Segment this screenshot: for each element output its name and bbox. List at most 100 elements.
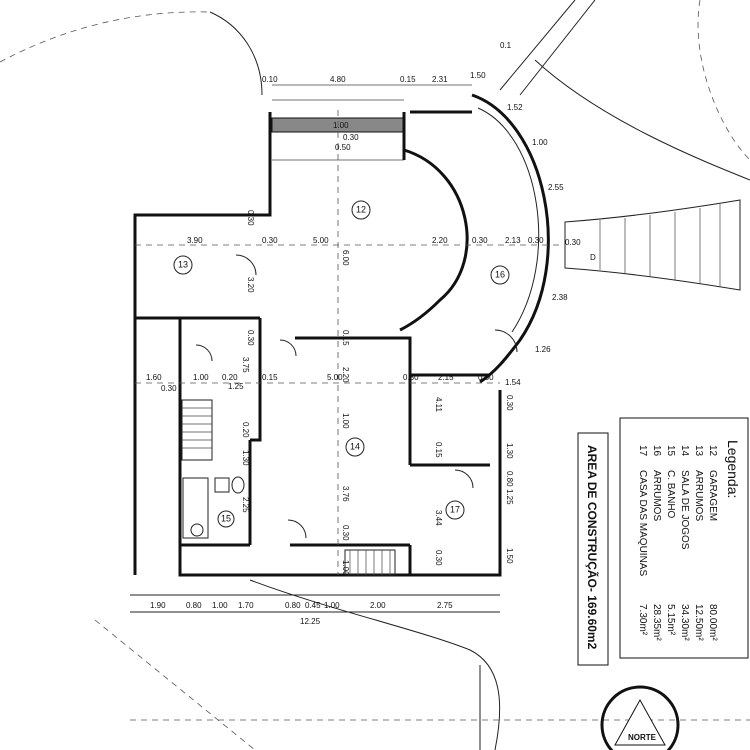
dimension-label: 1.00 [341, 413, 350, 429]
dimension-label: 2.75 [437, 601, 453, 610]
dimension-label: 1.00 [333, 121, 349, 130]
dimension-label: 1.00 [532, 138, 548, 147]
north-label: NORTE [628, 733, 657, 742]
dimension-label: 1.50 [470, 71, 486, 80]
construction-area: AREA DE CONSTRUÇÃO- 169.60m2 [577, 432, 609, 666]
dimension-label: 2.15 [438, 373, 454, 382]
dimension-label: 0.45 [305, 601, 321, 610]
dimension-label: 0.30 [262, 236, 278, 245]
dimension-label: 2.25 [241, 497, 250, 513]
dimension-label: 0.20 [222, 373, 238, 382]
legend-num-13: 13 [693, 445, 704, 457]
dimension-label: 1.00 [212, 601, 228, 610]
dimension-label: 0.30 [246, 330, 255, 346]
dimension-label: 3.90 [187, 236, 203, 245]
dimensions-top: 0.10 4.80 0.15 2.31 1.50 0.1 1.52 1.00 2… [262, 41, 581, 387]
dimension-label: 0.80 [505, 471, 514, 487]
dimension-label: 0.30 [161, 384, 177, 393]
stairs [181, 199, 741, 576]
axis-lines [130, 110, 560, 613]
dimension-label: 1.00 [341, 560, 350, 576]
room-13-label: 13 [178, 259, 188, 269]
dimension-label: 2.55 [548, 183, 564, 192]
dimension-label: 0.30 [434, 550, 443, 566]
top-beam [271, 84, 472, 161]
legend: Legenda: 12 GARAGEM 80.00m² 13 ARRUMOS 1… [619, 417, 749, 659]
dimension-label: 4.11 [434, 397, 443, 413]
dimension-label: 1.25 [228, 382, 244, 391]
door-swings [195, 254, 518, 539]
dimension-label: 0.15 [262, 373, 278, 382]
legend-name-16: ARRUMOS [651, 470, 662, 521]
dimension-label: 0.30 [403, 373, 419, 382]
legend-num-17: 17 [637, 445, 648, 457]
dimension-label: 0.15 [341, 330, 350, 346]
dimension-label: 0.15 [434, 442, 443, 458]
legend-area-17: 7.30m² [637, 604, 648, 636]
dimension-label: 0.30 [343, 133, 359, 142]
dimension-label: 2.20 [432, 236, 448, 245]
dimension-label: 1.30 [241, 450, 250, 466]
dimension-label: 1.00 [193, 373, 209, 382]
legend-area-14: 34.30m² [679, 604, 690, 641]
dimension-label: 0.15 [400, 75, 416, 84]
north-arrow: NORTE [600, 685, 680, 750]
legend-name-17: CASA DAS MAQUINAS [637, 470, 648, 576]
dimension-label: 0.30 [341, 525, 350, 541]
dimension-label: 0.80 [186, 601, 202, 610]
legend-title: Legenda: [725, 440, 741, 498]
dimensions-games-vertical: 2.20 1.00 3.76 0.30 1.00 [341, 367, 350, 576]
dimensions-garage-vertical: 0.30 6.00 3.20 0.30 0.15 [246, 210, 350, 346]
room-16-label: 16 [495, 269, 505, 279]
legend-area-16: 28.35m² [651, 604, 662, 641]
dimensions-stair-col: 3.75 0.20 1.30 2.25 [241, 357, 250, 513]
legend-num-12: 12 [707, 445, 718, 457]
dimensions-beam: 1.00 0.50 0.30 [333, 121, 359, 152]
legend-area-12: 80.00m² [707, 604, 718, 641]
dimension-label: 3.44 [434, 510, 443, 526]
dimension-label: 0.30 [478, 373, 494, 382]
dimension-label: 0.20 [241, 422, 250, 438]
legend-name-14: SALA DE JOGOS [679, 470, 690, 550]
dimension-label: 0.1 [500, 41, 512, 50]
dimension-label: 0.30 [472, 236, 488, 245]
room-15-label: 15 [221, 513, 231, 523]
legend-num-16: 16 [651, 445, 662, 457]
dimension-label: 1.90 [150, 601, 166, 610]
walls [133, 93, 550, 577]
dimension-label: 2.13 [505, 236, 521, 245]
door-d-label: D [590, 253, 596, 262]
dimension-label: 4.80 [330, 75, 346, 84]
room-labels: 12 13 14 15 16 17 D [173, 200, 596, 528]
bathroom-fixtures [182, 476, 245, 539]
dimension-label: 1.60 [146, 373, 162, 382]
dimension-label: 3.76 [341, 486, 350, 502]
dimension-label: 1.52 [507, 103, 523, 112]
dimensions-garage-row: 3.90 0.30 5.00 2.20 0.30 2.13 0.30 [187, 236, 544, 245]
dimension-label: 0.30 [528, 236, 544, 245]
dimensions-middle-row: 1.60 0.30 1.00 0.20 1.25 0.15 5.00 0.30 … [146, 373, 494, 393]
dimension-label: 1.26 [535, 345, 551, 354]
dimension-label: 2.38 [552, 293, 568, 302]
dimension-label: 12.25 [300, 617, 321, 626]
legend-name-12: GARAGEM [707, 470, 718, 521]
legend-name-15: C. BANHO [665, 470, 676, 519]
dimension-label: 1.30 [505, 443, 514, 459]
room-17-label: 17 [450, 504, 460, 514]
dimension-label: 1.54 [505, 378, 521, 387]
dimensions-bottom-row: 1.90 0.80 1.00 1.70 0.80 0.45 1.00 2.00 … [150, 601, 453, 626]
dimension-label: 1.25 [505, 489, 514, 505]
legend-area-15: 5.15m² [665, 604, 676, 636]
legend-num-15: 15 [665, 445, 676, 457]
room-12-label: 12 [356, 204, 366, 214]
dimension-label: 5.00 [327, 373, 343, 382]
dimension-label: 0.30 [505, 395, 514, 411]
construction-area-text: AREA DE CONSTRUÇÃO- 169.60m2 [585, 445, 600, 650]
legend-area-13: 12.50m² [693, 604, 704, 641]
dimension-label: 0.80 [285, 601, 301, 610]
dimension-label: 1.50 [505, 548, 514, 564]
room-14-label: 14 [350, 441, 360, 451]
dimension-label: 0.10 [262, 75, 278, 84]
dimension-label: 5.00 [313, 236, 329, 245]
